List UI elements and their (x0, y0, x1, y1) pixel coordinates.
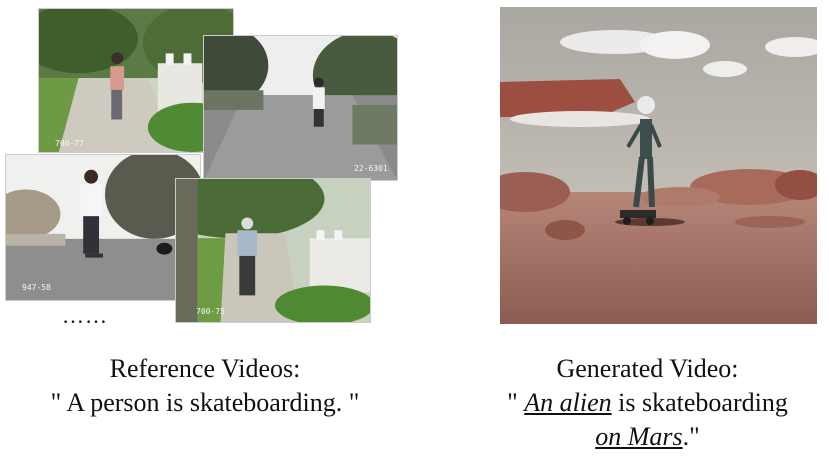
reference-caption: Reference Videos: " A person is skateboa… (10, 352, 400, 420)
generated-caption: Generated Video: " An alien is skateboar… (470, 352, 825, 454)
reference-frame-1: 700-77 (38, 8, 234, 153)
prompt-place: on Mars (595, 422, 683, 451)
reference-frame-2: 22-6301 (203, 35, 398, 181)
frame-id-label: 700-77 (55, 139, 84, 148)
prompt-open-quote: " (507, 388, 525, 417)
prompt-close: ." (682, 422, 700, 451)
reference-frame-4: 700-75 (175, 178, 371, 323)
more-frames-ellipsis: …… (62, 303, 108, 328)
frame-id-label: 700-75 (196, 307, 225, 316)
generated-caption-prompt: " An alien is skateboarding (470, 386, 825, 420)
reference-frame-3: 947-58 (5, 154, 201, 301)
generated-caption-title: Generated Video: (556, 354, 739, 383)
frame-id-label: 947-58 (22, 283, 51, 292)
reference-caption-title: Reference Videos: (109, 354, 301, 383)
reference-caption-prompt: " A person is skateboarding. " (50, 388, 360, 417)
generated-video-frame (500, 7, 817, 324)
generated-caption-prompt-line2: on Mars." (470, 420, 825, 454)
prompt-middle: is skateboarding (611, 388, 788, 417)
prompt-subject: An alien (524, 388, 612, 417)
frame-id-label: 22-6301 (354, 164, 388, 173)
